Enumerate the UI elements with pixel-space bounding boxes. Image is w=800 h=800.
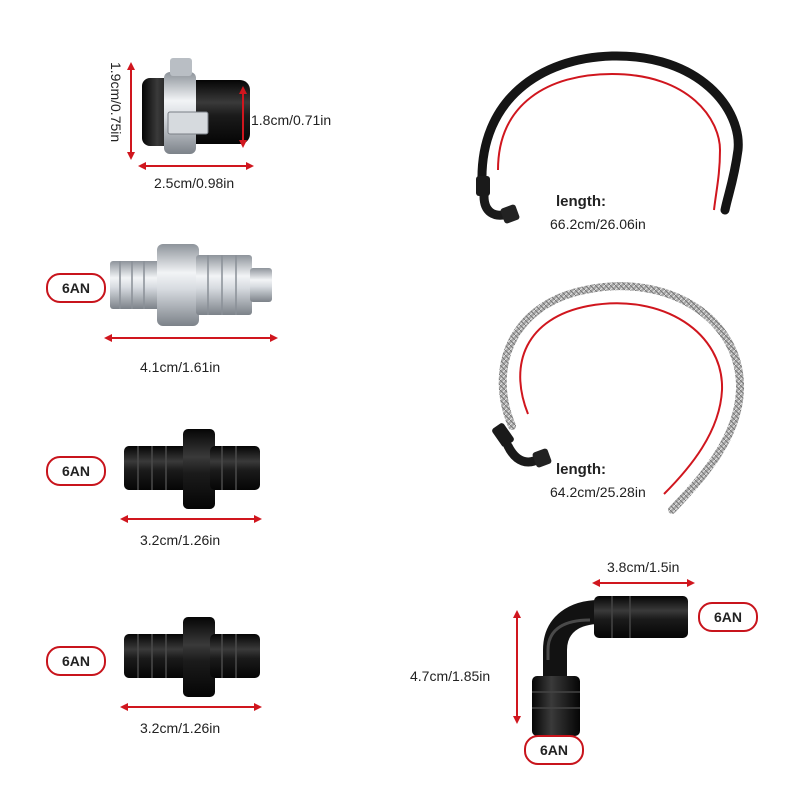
- clamp-width-label: 2.5cm/0.98in: [154, 175, 235, 191]
- black-adapter-2-width-label: 3.2cm/1.26in: [140, 720, 221, 736]
- elbow-fitting: [532, 596, 688, 736]
- hose-black-length-value: 66.2cm/26.06in: [550, 216, 646, 232]
- black-adapter-1: [124, 429, 260, 509]
- clamp-height-label: 1.9cm/0.75in: [108, 62, 124, 143]
- black-adapter-1-width-label: 3.2cm/1.26in: [140, 532, 221, 548]
- silver-adapter-badge: 6AN: [46, 273, 106, 303]
- silver-adapter: [110, 244, 272, 326]
- elbow-height-label: 4.7cm/1.85in: [410, 668, 491, 684]
- hose-braided-length-value: 64.2cm/25.28in: [550, 484, 646, 500]
- silver-adapter-width-label: 4.1cm/1.61in: [140, 359, 221, 375]
- black-adapter-1-badge: 6AN: [46, 456, 106, 486]
- black-adapter-2: [124, 617, 260, 697]
- elbow-bottom-badge: 6AN: [524, 735, 584, 765]
- hose-clamp: [142, 58, 250, 154]
- hose-braided-length-title: length:: [556, 461, 606, 478]
- clamp-inner-height-label: 1.8cm/0.71in: [251, 112, 332, 128]
- black-adapter-2-badge: 6AN: [46, 646, 106, 676]
- elbow-width-label: 3.8cm/1.5in: [607, 559, 680, 575]
- hose-black-length-title: length:: [556, 193, 606, 210]
- hose-black: [476, 51, 743, 224]
- elbow-top-badge: 6AN: [698, 602, 758, 632]
- hose-braided: [492, 282, 745, 514]
